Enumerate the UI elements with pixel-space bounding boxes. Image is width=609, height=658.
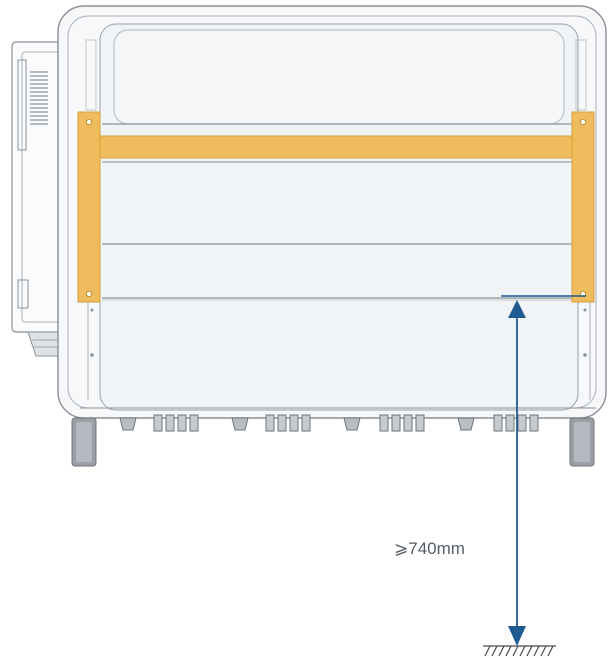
inverter-housing <box>57 5 607 419</box>
inverter-feet <box>71 417 595 467</box>
ground-hatch-icon <box>483 645 556 657</box>
arrow-down-icon <box>508 626 526 646</box>
mounting-bracket <box>77 111 595 303</box>
arrow-up-icon <box>508 300 526 318</box>
bottom-connector-terminals <box>119 414 539 432</box>
clearance-label: ⩾740mm <box>394 539 465 558</box>
clearance-dimension <box>501 295 586 646</box>
